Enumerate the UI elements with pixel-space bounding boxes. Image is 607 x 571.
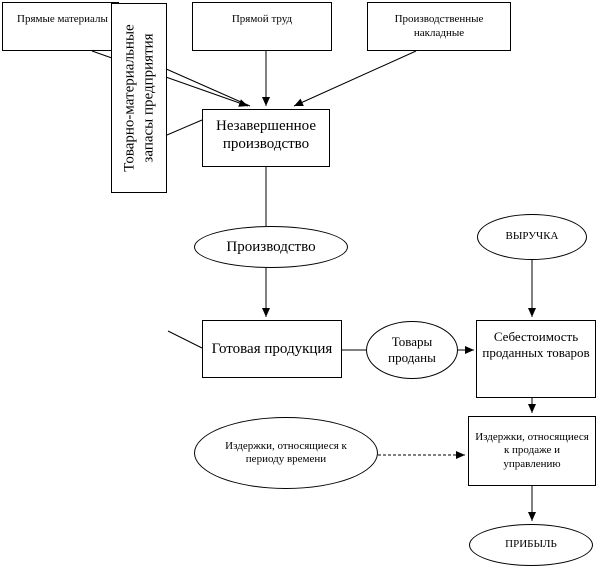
node-selling-admin-costs: Издержки, относящиеся к продаже и управл…: [468, 416, 596, 486]
edge-stub-to-finished: [167, 330, 203, 349]
node-manufacturing-overhead: Производственные накладные: [367, 2, 511, 51]
node-finished-goods-label: Готовая продукция: [211, 341, 333, 357]
node-direct-labor-label: Прямой труд: [231, 13, 293, 25]
node-direct-labor: Прямой труд: [192, 2, 332, 51]
node-inventories: Товарно-материальные запасы предприятия: [111, 3, 167, 193]
node-work-in-progress: Незавершенное производство: [202, 109, 330, 167]
node-inventories-label: Товарно-материальные запасы предприятия: [121, 24, 156, 172]
node-goods-sold: Товары проданы: [366, 321, 458, 379]
node-work-in-progress-label: Незавершенное производство: [215, 118, 316, 152]
edge-overhead-to-wip: [293, 50, 417, 107]
node-direct-materials: Прямые материалы: [2, 2, 119, 51]
node-profit-label: ПРИБЫЛЬ: [505, 538, 557, 551]
node-profit: ПРИБЫЛЬ: [469, 524, 593, 566]
edge-inventory-side-to-wip: [166, 119, 203, 136]
node-cost-of-goods-sold-label: Себестоимость проданных товаров: [482, 329, 590, 360]
node-cost-of-goods-sold: Себестоимость проданных товаров: [476, 320, 596, 398]
node-direct-materials-label: Прямые материалы: [17, 13, 108, 25]
node-finished-goods: Готовая продукция: [202, 320, 342, 378]
node-production: Производство: [194, 226, 348, 268]
node-period-costs-label: Издержки, относящиеся к периоду времени: [225, 439, 347, 465]
node-production-label: Производство: [226, 239, 316, 255]
node-revenue: ВЫРУЧКА: [477, 214, 587, 260]
node-manufacturing-overhead-label: Производственные накладные: [394, 13, 484, 39]
node-goods-sold-label: Товары проданы: [388, 334, 436, 365]
node-period-costs: Издержки, относящиеся к периоду времени: [194, 417, 378, 489]
node-selling-admin-costs-label: Издержки, относящиеся к продаже и управл…: [475, 431, 589, 470]
node-revenue-label: ВЫРУЧКА: [505, 230, 559, 243]
